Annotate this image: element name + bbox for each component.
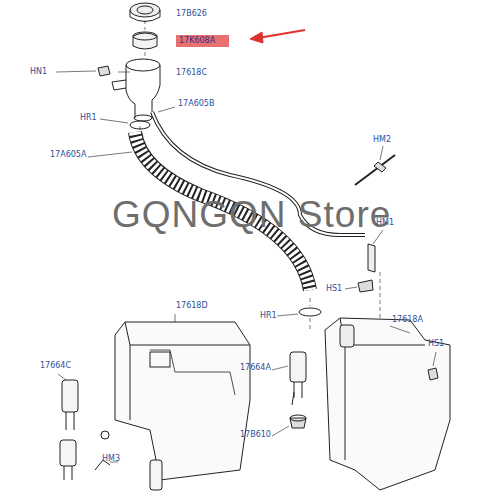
part-number: 17A605B	[178, 100, 214, 108]
part-number: 17664C	[40, 362, 71, 370]
part-number: 17618D	[176, 302, 208, 310]
part-number: 17664A	[240, 364, 271, 372]
highlighted-part-number: 17K608A	[176, 35, 229, 47]
part-code: HS1	[428, 340, 444, 348]
part-number: 17618C	[176, 69, 207, 77]
part-code: HM3	[102, 455, 120, 463]
part-number: 17B610	[240, 431, 271, 439]
part-code: HS1	[326, 285, 342, 293]
part-number: 17618A	[392, 316, 423, 324]
part-code: HM1	[376, 219, 394, 227]
part-code: HM2	[373, 136, 391, 144]
watermark: GQNGQN Store	[112, 196, 391, 233]
part-number: 17B626	[176, 10, 207, 18]
part-code: HR1	[260, 312, 277, 320]
part-code: HR1	[80, 114, 97, 122]
part-code: HN1	[30, 68, 47, 76]
part-number: 17A605A	[50, 151, 86, 159]
